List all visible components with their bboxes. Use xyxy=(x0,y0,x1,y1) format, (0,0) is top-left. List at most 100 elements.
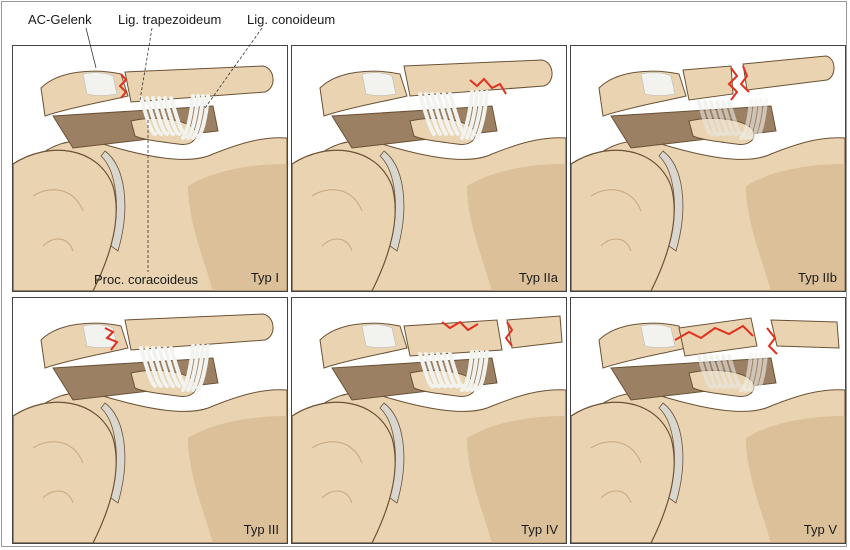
ligament-fiber xyxy=(181,344,195,392)
ac-capsule xyxy=(361,324,397,348)
clavicle xyxy=(124,313,274,351)
ligament-fiber xyxy=(721,100,739,137)
ligament-fiber xyxy=(186,344,200,392)
glenoid xyxy=(379,150,405,252)
panel-typ-3: Typ III xyxy=(12,297,288,544)
clavicle-fragment xyxy=(742,55,835,91)
panel-typ-5: Typ V xyxy=(570,297,846,544)
ligament-fiber xyxy=(430,92,448,136)
humeral-head-detail xyxy=(32,441,84,504)
shoulder-illustration xyxy=(571,55,845,291)
humeral-head xyxy=(13,401,117,543)
ligament-fiber xyxy=(475,90,489,140)
coracoclavicular-ligaments xyxy=(139,344,210,392)
ligament-fiber xyxy=(157,346,175,388)
ligament-fiber xyxy=(727,100,745,137)
label-proc-coracoideus: Proc. coracoideus xyxy=(94,272,199,287)
ligament-fiber xyxy=(186,94,200,140)
panel-type-label: Typ III xyxy=(243,522,279,537)
ligament-fiber xyxy=(424,352,442,389)
shoulder-illustration xyxy=(13,313,287,543)
humeral-head-detail xyxy=(311,189,363,252)
ligament-fiber xyxy=(739,352,753,392)
ligament-fiber xyxy=(163,346,181,388)
ligament-fiber xyxy=(151,346,169,388)
ligament-fiber xyxy=(715,100,733,137)
panel-type-label: Typ IIb xyxy=(797,270,837,285)
ligament-fiber xyxy=(151,96,169,136)
ligament-fiber xyxy=(703,354,721,389)
ligament-fiber xyxy=(475,350,489,392)
shoulder-illustration xyxy=(13,65,287,291)
ligament-fiber xyxy=(436,352,454,389)
injury-marker xyxy=(504,321,514,347)
ligament-fiber xyxy=(436,92,454,136)
humeral-head-detail xyxy=(32,189,84,252)
glenoid xyxy=(379,402,405,504)
ligament-fiber xyxy=(739,98,753,140)
glenoid xyxy=(658,150,684,252)
ligament-fiber xyxy=(191,344,205,392)
ligament-fiber xyxy=(697,354,715,389)
ligament-fiber xyxy=(721,354,739,389)
scapula-shadow xyxy=(188,416,287,543)
ligament-fiber xyxy=(749,98,763,140)
ligament-fiber xyxy=(744,98,758,140)
ligament-fiber xyxy=(749,352,763,392)
injury-marker xyxy=(469,77,507,95)
ligament-fiber xyxy=(465,90,479,140)
ligament-fiber xyxy=(442,352,460,389)
panel-typ-2a: Typ IIa xyxy=(291,45,567,292)
ligament-fiber xyxy=(460,90,474,140)
injury-marker xyxy=(739,65,750,93)
ligament-fiber xyxy=(157,96,175,136)
scapula-shadow xyxy=(746,164,845,291)
ligament-fiber xyxy=(139,96,157,136)
panel-type-label: Typ V xyxy=(803,522,837,537)
panel-typ-1: Typ I xyxy=(12,45,288,292)
shoulder-illustration xyxy=(571,317,845,543)
coracoclavicular-ligaments xyxy=(139,94,210,140)
ligament-fiber xyxy=(145,96,163,136)
scapula-shadow xyxy=(746,416,845,543)
glenoid xyxy=(100,402,126,504)
ligament-fiber xyxy=(460,350,474,392)
ligament-fiber xyxy=(715,354,733,389)
scapula-shadow xyxy=(188,164,287,291)
ligament-fiber xyxy=(754,98,768,140)
ligament-fiber xyxy=(418,352,436,389)
panel-type-label: Typ IIa xyxy=(518,270,558,285)
humeral-head xyxy=(13,149,117,291)
clavicle-fragment xyxy=(678,317,758,357)
label-ac-gelenk: AC-Gelenk xyxy=(28,12,92,27)
shoulder-illustration xyxy=(292,315,566,543)
injury-marker xyxy=(674,324,754,341)
ac-capsule xyxy=(640,324,676,348)
label-lig-trapezoideum: Lig. trapezoideum xyxy=(118,12,222,27)
label-lig-conoideum: Lig. conoideum xyxy=(247,12,336,27)
humeral-head-detail xyxy=(311,441,363,504)
injury-marker xyxy=(727,67,739,101)
ligament-fiber xyxy=(196,344,210,392)
ligament-fiber xyxy=(139,346,157,388)
humeral-head xyxy=(292,401,396,543)
ligament-fiber xyxy=(448,352,466,389)
injury-marker xyxy=(441,320,479,332)
coracoclavicular-ligaments xyxy=(697,98,768,140)
humeral-head-detail xyxy=(590,189,642,252)
shoulder-illustration xyxy=(292,59,566,291)
ligament-fiber xyxy=(163,96,181,136)
injury-marker xyxy=(104,327,119,351)
ligament-fiber xyxy=(709,354,727,389)
ligament-fiber xyxy=(181,94,195,140)
panel-type-label: Typ I xyxy=(250,270,279,285)
ligament-fiber xyxy=(424,92,442,136)
coracoclavicular-ligaments xyxy=(418,350,489,392)
coracoclavicular-ligaments xyxy=(697,352,768,392)
injury-marker xyxy=(766,327,778,355)
ligament-fiber xyxy=(145,346,163,388)
ligament-fiber xyxy=(470,90,484,140)
clavicle-fragment xyxy=(506,315,563,349)
clavicle-fragment xyxy=(770,319,840,349)
